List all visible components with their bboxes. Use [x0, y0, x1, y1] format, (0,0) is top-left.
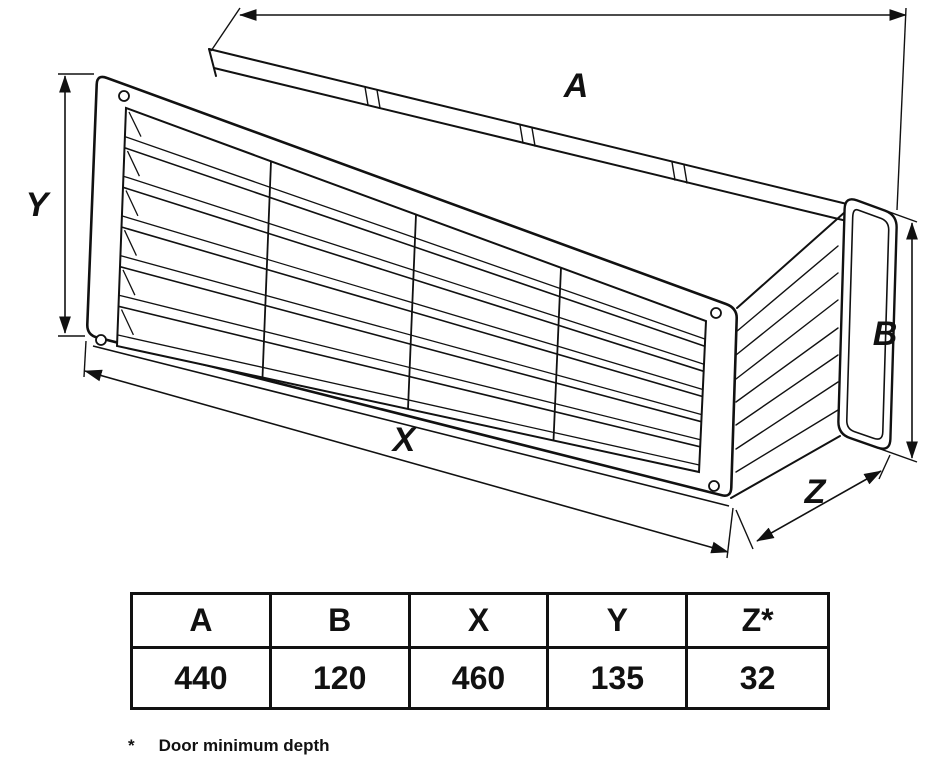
rear-louver-line [735, 354, 839, 426]
rear-flange-inner [845, 208, 890, 440]
rear-louver-line [735, 327, 839, 403]
sleeve-top-slots [364, 86, 688, 184]
slat-tick [128, 111, 142, 137]
sleeve-back-top-edge [208, 48, 848, 205]
mullion [261, 161, 272, 378]
slot-tick [376, 89, 381, 109]
footnote: * Door minimum depth [128, 736, 330, 756]
spec-value-z: 32 [739, 659, 776, 696]
spec-col-x-header: X [410, 595, 550, 649]
sleeve-front-top-edge [213, 67, 852, 223]
screw-top-right [710, 307, 722, 319]
dim-b-ext-bottom [871, 445, 918, 463]
dimension-z: Z [735, 454, 891, 550]
dim-a-ext-right [896, 7, 907, 211]
footnote-text: Door minimum depth [158, 736, 330, 755]
dim-z-ext-left [735, 509, 754, 550]
sleeve-top-right-depth-edge [736, 211, 846, 309]
dim-a-ext-left [210, 7, 241, 52]
dimension-a: A [210, 7, 907, 211]
sleeve-left-edge [208, 48, 217, 77]
dimension-b: B [871, 209, 918, 463]
slat-tick [126, 150, 140, 177]
dimension-y: Y [26, 73, 94, 337]
duct-sleeve [208, 48, 852, 499]
rear-grille-louver-edges [735, 245, 839, 473]
screw-bottom-right [708, 480, 720, 492]
rear-louver-line [735, 409, 839, 473]
slot-tick [531, 127, 536, 147]
sleeve-bottom-right-depth-edge [730, 435, 841, 499]
spec-value-b: 120 [272, 649, 411, 707]
slot-tick [364, 86, 369, 106]
spec-value-x: 460 [411, 649, 550, 707]
slot-tick [683, 164, 688, 184]
spec-value-y: 135 [549, 649, 689, 707]
slat-tick [122, 269, 136, 296]
slat-tick [125, 190, 139, 217]
rear-louver-line [735, 245, 839, 333]
dim-label-x: X [391, 421, 418, 459]
spec-col-z-header: Z* [688, 595, 827, 649]
slot-tick [671, 161, 676, 181]
dim-x-line [84, 369, 729, 554]
slat-tick [120, 309, 134, 336]
screw-top-left [118, 90, 130, 102]
dim-z-ext-right [878, 454, 891, 480]
spec-col-a-header: A [133, 595, 272, 649]
slot-tick [519, 124, 524, 144]
dim-label-z: Z [804, 473, 827, 511]
dim-label-b: B [873, 315, 898, 353]
rear-louver-line [735, 272, 839, 356]
dimensions: A Y X B [26, 7, 918, 559]
dim-b-ext-top [883, 209, 918, 223]
footnote-marker: * [128, 736, 135, 755]
dim-x-ext-right [726, 507, 734, 559]
spec-value-a: 440 [133, 649, 272, 707]
dim-label-y: Y [26, 186, 52, 224]
dimension-x: X [83, 340, 734, 559]
slat-tick [123, 229, 137, 256]
rear-louver-line [735, 299, 839, 380]
spec-col-y-header: Y [549, 595, 689, 649]
rear-louver-line [735, 381, 839, 450]
louver-slat-angle-ticks [120, 111, 142, 336]
spec-col-b-header: B [271, 595, 411, 649]
dim-z-line [756, 470, 882, 542]
dim-label-a: A [563, 67, 589, 105]
screw-bottom-left [95, 334, 107, 346]
dimension-table: A B X Y Z* 440 120 460 135 32 [130, 592, 830, 710]
